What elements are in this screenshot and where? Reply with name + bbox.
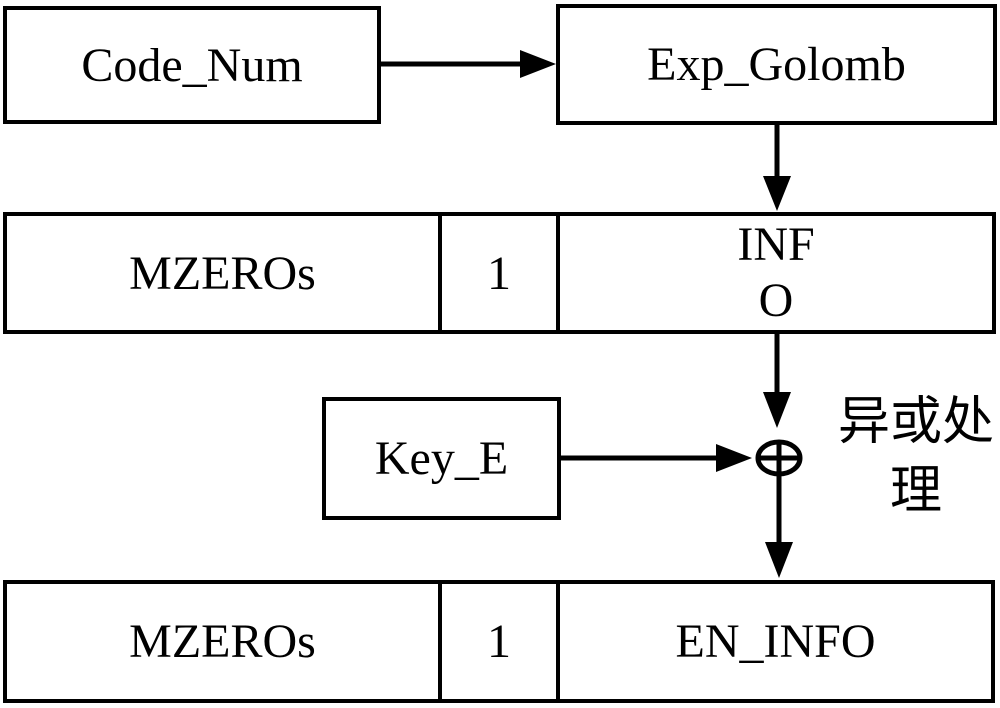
arrow-keye-to-xor (560, 444, 752, 472)
info-label-line2: O (758, 274, 794, 327)
row-encoded-bitstream: MZEROs 1 INF O (3, 212, 996, 334)
encrypted-one-label: 1 (487, 615, 511, 668)
encoded-one-label: 1 (487, 246, 511, 300)
exp-golomb-label: Exp_Golomb (647, 38, 906, 91)
arrow-expgolomb-to-info (763, 125, 791, 211)
arrow-codenum-to-expgolomb (381, 50, 556, 78)
info-label-line1: INF (737, 218, 815, 271)
xor-annotation: 异或处 理 (826, 388, 1000, 526)
box-key-e: Key_E (322, 397, 561, 520)
cell-encrypted-en-info: EN_INFO (560, 584, 991, 699)
arrow-info-to-xor (763, 334, 791, 428)
xor-annotation-line1: 异或处 (837, 394, 994, 451)
xor-annotation-line2: 理 (889, 463, 942, 520)
key-e-label: Key_E (374, 432, 509, 485)
encoded-mzeros-label: MZEROs (129, 246, 316, 300)
cell-encoded-info: INF O (560, 216, 992, 330)
en-info-label: EN_INFO (675, 615, 876, 668)
cell-encrypted-mzeros: MZEROs (7, 584, 442, 699)
row-encrypted-bitstream: MZEROs 1 EN_INFO (3, 580, 995, 703)
box-exp-golomb: Exp_Golomb (556, 4, 997, 125)
cell-encoded-one: 1 (442, 216, 560, 330)
arrow-xor-to-eninfo (765, 475, 793, 578)
cell-encrypted-one: 1 (442, 584, 560, 699)
box-code-num: Code_Num (3, 6, 381, 124)
cell-encoded-mzeros: MZEROs (7, 216, 442, 330)
encrypted-mzeros-label: MZEROs (129, 615, 316, 668)
xor-icon (755, 439, 803, 477)
code-num-label: Code_Num (81, 38, 303, 92)
